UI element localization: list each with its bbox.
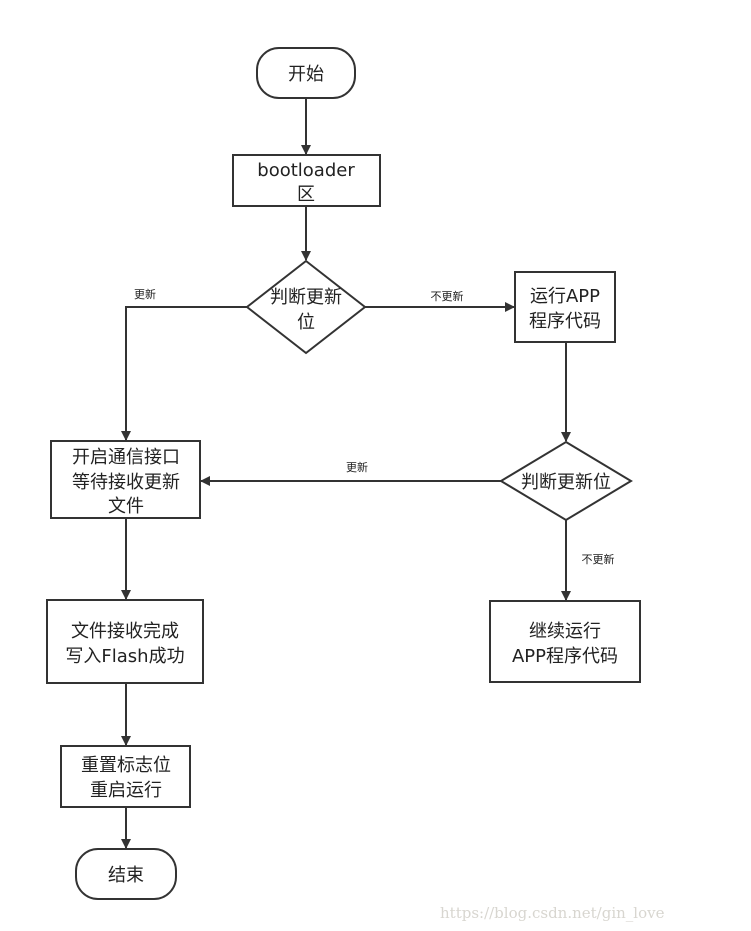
node-run-app: 运行APP 程序代码 [514,271,616,343]
node-reset-flag: 重置标志位 重启运行 [60,745,191,808]
node-open-comm: 开启通信接口 等待接收更新 文件 [50,440,201,519]
node-file-received-line1: 文件接收完成 [71,621,179,642]
watermark: https://blog.csdn.net/gin_love [440,904,665,922]
node-start: 开始 [256,47,356,99]
node-run-app-line2: 程序代码 [529,311,601,332]
node-reset-flag-line1: 重置标志位 [81,755,171,776]
edge-label-d1-update: 更新 [134,287,156,301]
node-end: 结束 [75,848,177,900]
node-bootloader-line1: bootloader [257,160,355,181]
node-bootloader: bootloader 区 [232,154,381,207]
node-open-comm-line1: 开启通信接口 [72,447,180,468]
node-open-comm-line3: 文件 [108,496,144,517]
edge-decision1-open-comm [121,306,247,441]
node-continue-app: 继续运行 APP程序代码 [489,600,641,683]
node-reset-flag-line2: 重启运行 [90,780,162,801]
edge-label-d1-no-update: 不更新 [431,289,464,303]
node-continue-app-line2: APP程序代码 [512,646,618,667]
node-file-received: 文件接收完成 写入Flash成功 [46,599,204,684]
node-continue-app-line1: 继续运行 [529,621,601,642]
node-decision1-line1: 判断更新 [270,287,342,308]
node-file-received-line2: 写入Flash成功 [65,646,184,667]
node-start-text: 开始 [288,64,324,85]
node-decision1: 判断更新 位 [245,259,367,355]
edge-label-d2-update: 更新 [346,460,368,474]
node-end-text: 结束 [108,865,144,886]
node-run-app-line1: 运行APP [530,286,600,307]
node-bootloader-line2: 区 [297,184,315,205]
node-decision2: 判断更新位 [499,440,633,522]
edge-label-d2-no-update: 不更新 [582,552,615,566]
node-open-comm-line2: 等待接收更新 [72,472,180,493]
node-decision2-line1: 判断更新位 [521,472,611,493]
node-decision1-line2: 位 [297,312,315,333]
